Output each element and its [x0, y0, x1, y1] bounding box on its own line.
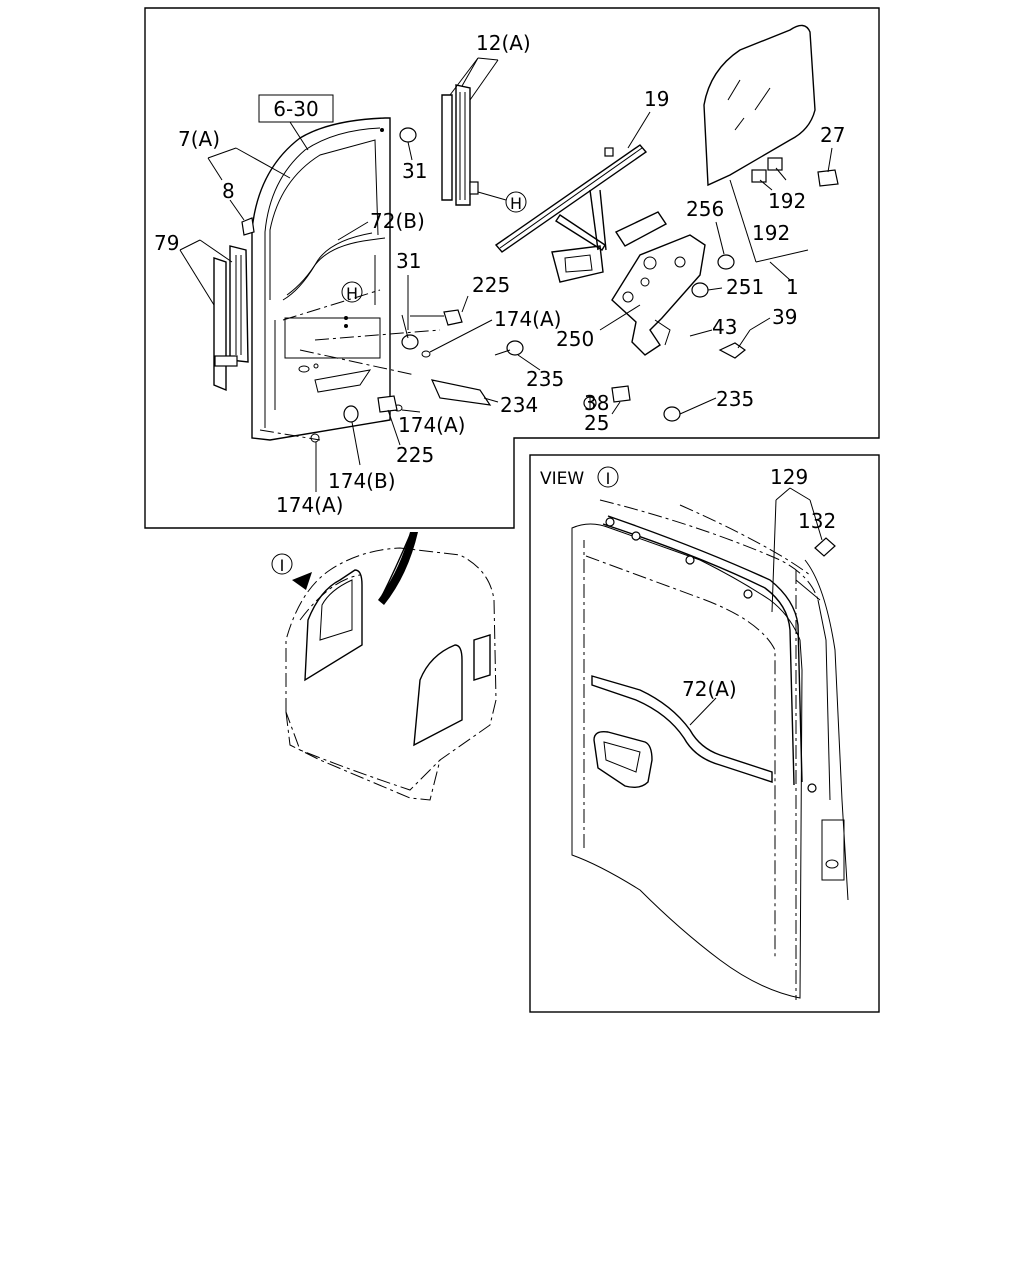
label-19: 19 — [644, 87, 669, 111]
label-72a: 72(A) — [682, 677, 737, 701]
main-panel-frame — [144, 7, 880, 529]
svg-text:I: I — [606, 469, 611, 488]
svg-text:VIEW: VIEW — [540, 469, 584, 489]
label-31a: 31 — [402, 159, 427, 183]
glass-run-79 — [213, 245, 249, 392]
window-regulator-19 — [494, 144, 668, 283]
label-256: 256 — [686, 197, 724, 221]
label-192a: 192 — [768, 189, 806, 213]
door-glass-1 — [703, 24, 816, 187]
door-outer-panel-view — [571, 499, 849, 1000]
label-38: 38 — [584, 391, 609, 415]
view-marker-h-2: H — [341, 281, 363, 303]
reference-box: 6-30 — [258, 94, 334, 123]
view-panel-labels: 129 132 72(A) — [682, 465, 836, 701]
leader-lines — [179, 57, 833, 492]
label-25: 25 — [584, 411, 609, 435]
label-174a-3: 174(A) — [276, 493, 343, 517]
label-79: 79 — [154, 231, 179, 255]
label-251: 251 — [726, 275, 764, 299]
label-192b: 192 — [752, 221, 790, 245]
label-39: 39 — [772, 305, 797, 329]
cab-view-marker-i: I — [271, 553, 293, 575]
svg-text:H: H — [346, 284, 358, 303]
label-174a-2: 174(A) — [398, 413, 465, 437]
fasteners — [241, 127, 839, 422]
label-8: 8 — [222, 179, 235, 203]
regulator-bracket-250 — [611, 234, 706, 356]
view-marker-h-1: H — [505, 191, 527, 213]
label-72b: 72(B) — [370, 209, 425, 233]
label-250: 250 — [556, 327, 594, 351]
svg-text:I: I — [280, 556, 285, 575]
label-7a: 7(A) — [178, 127, 220, 151]
view-panel-title: VIEW I — [540, 466, 619, 489]
label-12a: 12(A) — [476, 31, 531, 55]
label-225b: 225 — [396, 443, 434, 467]
label-234: 234 — [500, 393, 538, 417]
label-174a-1: 174(A) — [494, 307, 561, 331]
svg-text:6-30: 6-30 — [273, 97, 318, 121]
label-43: 43 — [712, 315, 737, 339]
label-235b: 235 — [716, 387, 754, 411]
label-27: 27 — [820, 123, 845, 147]
label-174b: 174(B) — [328, 469, 396, 493]
label-1: 1 — [786, 275, 799, 299]
label-31b: 31 — [396, 249, 421, 273]
weatherstrip-12a — [441, 84, 479, 206]
label-225a: 225 — [472, 273, 510, 297]
main-panel-labels: 12(A) 19 27 7(A) 8 31 72(B) 256 192 192 … — [154, 31, 845, 517]
label-129: 129 — [770, 465, 808, 489]
door-inner-panel — [251, 117, 441, 443]
label-235a: 235 — [526, 367, 564, 391]
view-panel-frame — [529, 454, 880, 1013]
view-panel-leaders — [689, 487, 823, 726]
label-132: 132 — [798, 509, 836, 533]
svg-text:H: H — [510, 194, 522, 213]
cab-overview — [285, 532, 497, 801]
